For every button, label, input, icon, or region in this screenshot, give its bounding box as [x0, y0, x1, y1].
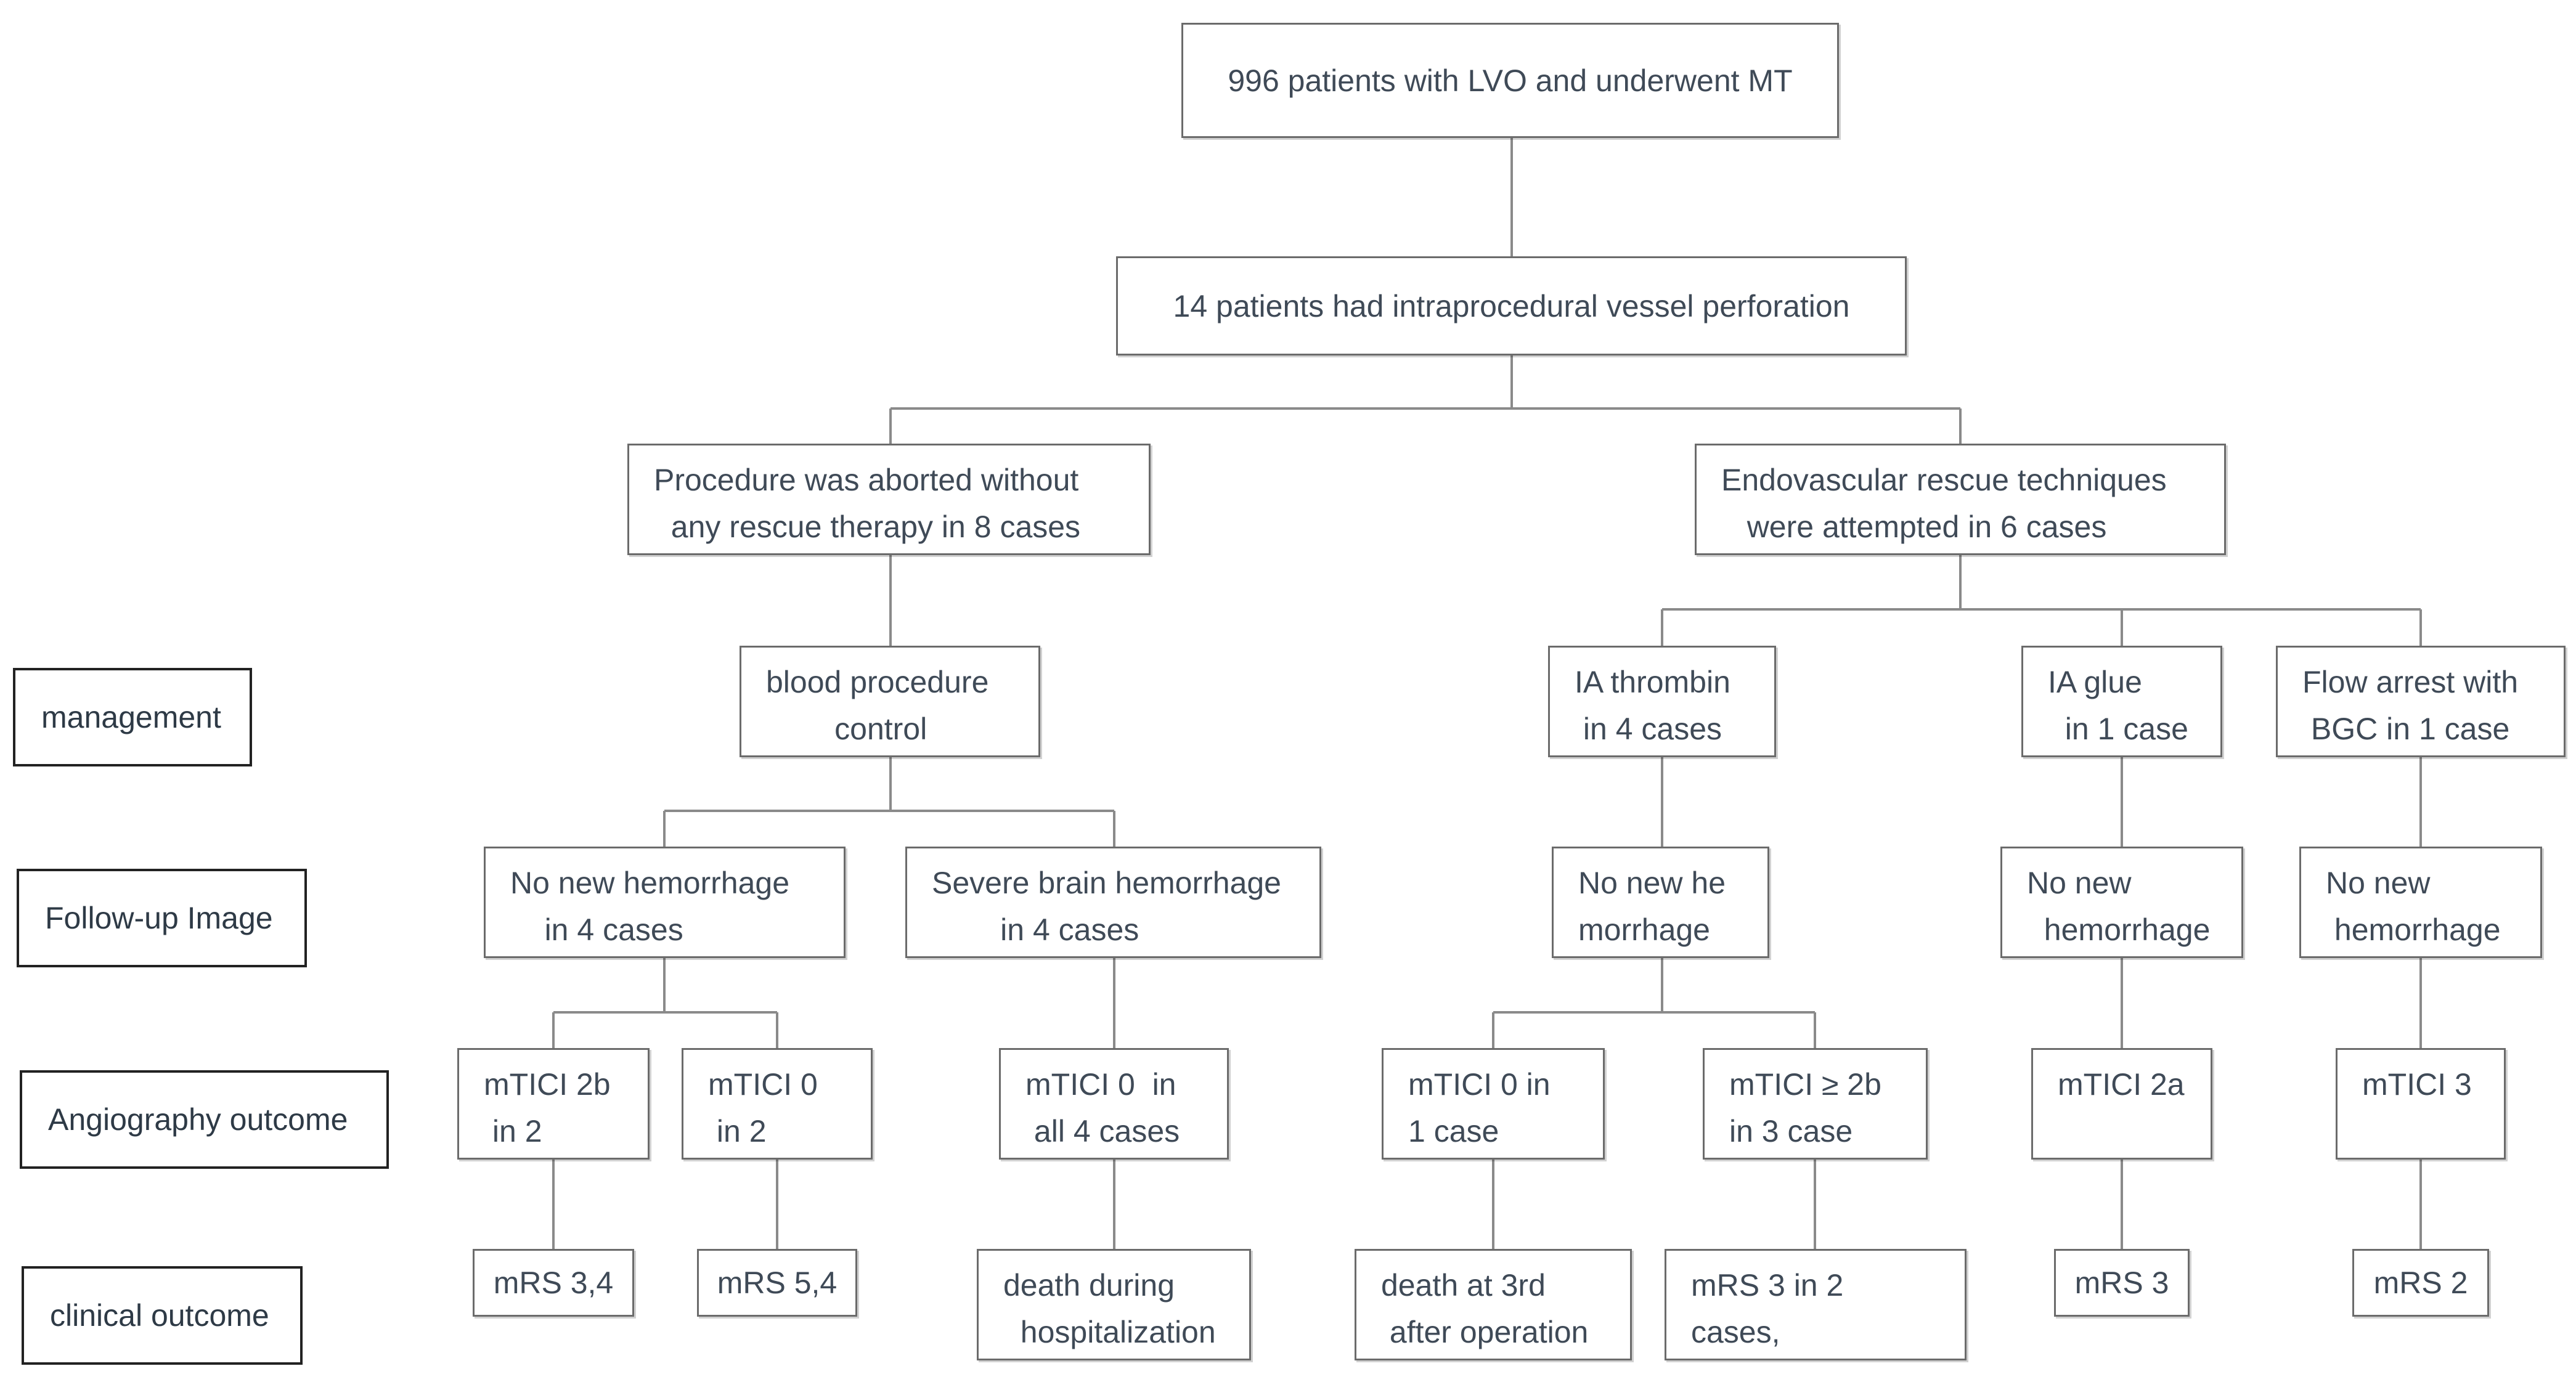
row-label-management: management: [13, 668, 252, 766]
node-angio-glue-mtici-2a: mTICI 2a: [2031, 1048, 2212, 1160]
node-flow-arrest-bgc: Flow arrest with BGC in 1 case: [2276, 646, 2566, 757]
node-clinical-mrs-3-4: mRS 3,4: [473, 1249, 634, 1317]
node-clinical-mrs-5-4: mRS 5,4: [697, 1249, 857, 1317]
node-clinical-death-3rd: death at 3rd after operation: [1355, 1249, 1632, 1360]
node-clinical-death-hospitalization: death during hospitalization: [977, 1249, 1251, 1360]
row-label-followup-image: Follow-up Image: [17, 869, 307, 967]
node-rescue-techniques: Endovascular rescue techniques were atte…: [1695, 444, 2226, 555]
node-flow-followup: No new hemorrhage: [2299, 847, 2542, 958]
node-angio-thrombin-mtici-2b: mTICI ≥ 2b in 3 case: [1703, 1048, 1928, 1160]
node-angio-mtici-0-all: mTICI 0 in all 4 cases: [999, 1048, 1229, 1160]
node-followup-severe-hemorrhage: Severe brain hemorrhage in 4 cases: [905, 847, 1321, 958]
node-glue-followup: No new hemorrhage: [2000, 847, 2243, 958]
node-procedure-aborted: Procedure was aborted without any rescue…: [627, 444, 1151, 555]
node-angio-mtici-2b: mTICI 2b in 2 cases: [457, 1048, 650, 1160]
node-total-patients: 996 patients with LVO and underwent MT: [1181, 23, 1839, 138]
node-blood-procedure-control: blood procedure control: [740, 646, 1040, 757]
node-ia-glue: IA glue in 1 case: [2021, 646, 2222, 757]
node-angio-thrombin-mtici-0: mTICI 0 in 1 case: [1382, 1048, 1605, 1160]
node-clinical-mrs-3-4-cases: mRS 3 in 2 cases, mRS 4 in 1 case: [1665, 1249, 1967, 1360]
node-followup-no-new-hemorrhage: No new hemorrhage in 4 cases: [484, 847, 846, 958]
node-angio-flow-mtici-3: mTICI 3: [2336, 1048, 2506, 1160]
node-clinical-mrs-3: mRS 3: [2054, 1249, 2190, 1317]
node-angio-mtici-0: mTICI 0 in 2 cases: [682, 1048, 873, 1160]
node-clinical-mrs-2: mRS 2: [2352, 1249, 2489, 1317]
node-ia-thrombin: IA thrombin in 4 cases: [1548, 646, 1776, 757]
row-label-angiography-outcome: Angiography outcome: [20, 1070, 389, 1169]
row-label-clinical-outcome: clinical outcome: [22, 1266, 303, 1365]
node-vessel-perforation: 14 patients had intraprocedural vessel p…: [1116, 256, 1907, 356]
node-thrombin-followup: No new he morrhage: [1552, 847, 1769, 958]
